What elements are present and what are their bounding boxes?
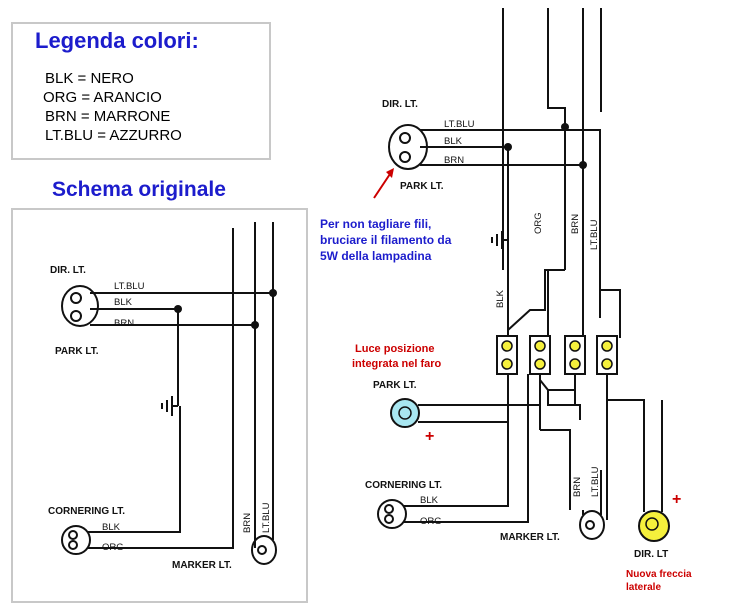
modified-wire-org-vertical-label: ORG — [533, 212, 544, 234]
note-new-line1: Nuova freccia — [626, 569, 692, 580]
original-marker-lt-label: MARKER LT. — [172, 560, 232, 571]
legend-box: Legenda colori: BLK = NERO ORG = ARANCIO… — [11, 22, 271, 160]
modified-cornering-lt-label: CORNERING LT. — [365, 480, 442, 491]
note-park-line1: Luce posizione — [355, 343, 434, 355]
note-filament-line2: bruciare il filamento da — [320, 233, 452, 247]
original-dir-park-bulb — [61, 285, 99, 327]
original-cornering-lt-label: CORNERING LT. — [48, 506, 125, 517]
original-schema: DIR. LT. PARK LT. LT.BLU BLK BRN CORNERI… — [48, 222, 277, 571]
original-ground-symbol — [161, 396, 178, 416]
original-wire-org-label: ORG — [102, 542, 124, 553]
modified-wire-ltblu-label: LT.BLU — [444, 119, 475, 130]
modified-dir-lt-top-label: DIR. LT. — [382, 99, 418, 110]
modified-dir-lt-bottom-label: DIR. LT — [634, 549, 668, 560]
modified-cornering-bulb — [377, 499, 407, 529]
original-dir-lt-label: DIR. LT. — [50, 265, 86, 276]
modified-wire-blk-cornering-label: BLK — [420, 495, 439, 506]
modified-wire-blk-vertical-label: BLK — [495, 289, 506, 308]
red-arrow-icon — [373, 173, 391, 199]
modified-marker-lt-label: MARKER LT. — [500, 532, 560, 543]
note-filament-line1: Per non tagliare fili, — [320, 217, 431, 231]
legend-item-ltblu: LT.BLU = AZZURRO — [45, 127, 182, 144]
legend-item-org: ORG = ARANCIO — [43, 89, 162, 106]
note-park-line2: integrata nel faro — [352, 358, 442, 370]
original-wire-blk-label: BLK — [114, 297, 133, 308]
modified-ground-symbol — [491, 231, 508, 249]
note-new-line2: laterale — [626, 582, 661, 593]
original-cornering-bulb — [61, 525, 91, 555]
modified-schema: DIR. LT. PARK LT. LT.BLU BLK BRN ORG BRN… — [320, 8, 692, 593]
original-park-lt-label: PARK LT. — [55, 346, 99, 357]
terminal-block-2 — [529, 335, 551, 375]
modified-marker-bulb — [579, 510, 605, 540]
legend-item-blk: BLK = NERO — [45, 70, 134, 87]
modified-wire-brn-label: BRN — [444, 155, 464, 166]
modified-wire-brn-marker-label: BRN — [572, 477, 583, 497]
original-wire-ltblu-label: LT.BLU — [114, 281, 145, 292]
modified-wire-ltblu-marker-label: LT.BLU — [590, 466, 601, 497]
original-schema-title: Schema originale — [52, 178, 226, 201]
original-schema-box — [11, 208, 308, 603]
original-wire-brn-label: BRN — [114, 318, 134, 329]
terminal-block-1 — [496, 335, 518, 375]
original-marker-bulb — [251, 535, 277, 565]
legend-item-brn: BRN = MARRONE — [45, 108, 171, 125]
modified-wire-org-cornering-label: ORG — [420, 516, 442, 527]
modified-wire-blk-label: BLK — [444, 136, 463, 147]
modified-park-lt-label: PARK LT. — [373, 380, 417, 391]
new-indicator-plus-sign: + — [672, 491, 681, 508]
original-wire-ltblu-vertical-label: LT.BLU — [261, 502, 272, 533]
park-plus-sign: + — [425, 428, 434, 445]
original-wire-brn-vertical-label: BRN — [242, 513, 253, 533]
legend-title: Legenda colori: — [35, 28, 199, 53]
park-bulb — [390, 398, 420, 428]
terminal-block-3 — [564, 335, 586, 375]
original-wire-blk-cornering-label: BLK — [102, 522, 121, 533]
note-filament-line3: 5W della lampadina — [320, 249, 432, 263]
new-side-indicator-bulb — [638, 510, 670, 542]
modified-wire-ltblu-vertical-label: LT.BLU — [589, 219, 600, 250]
modified-wire-brn-vertical-label: BRN — [570, 214, 581, 234]
terminal-block-4 — [596, 335, 618, 375]
modified-park-lt-top-label: PARK LT. — [400, 181, 444, 192]
